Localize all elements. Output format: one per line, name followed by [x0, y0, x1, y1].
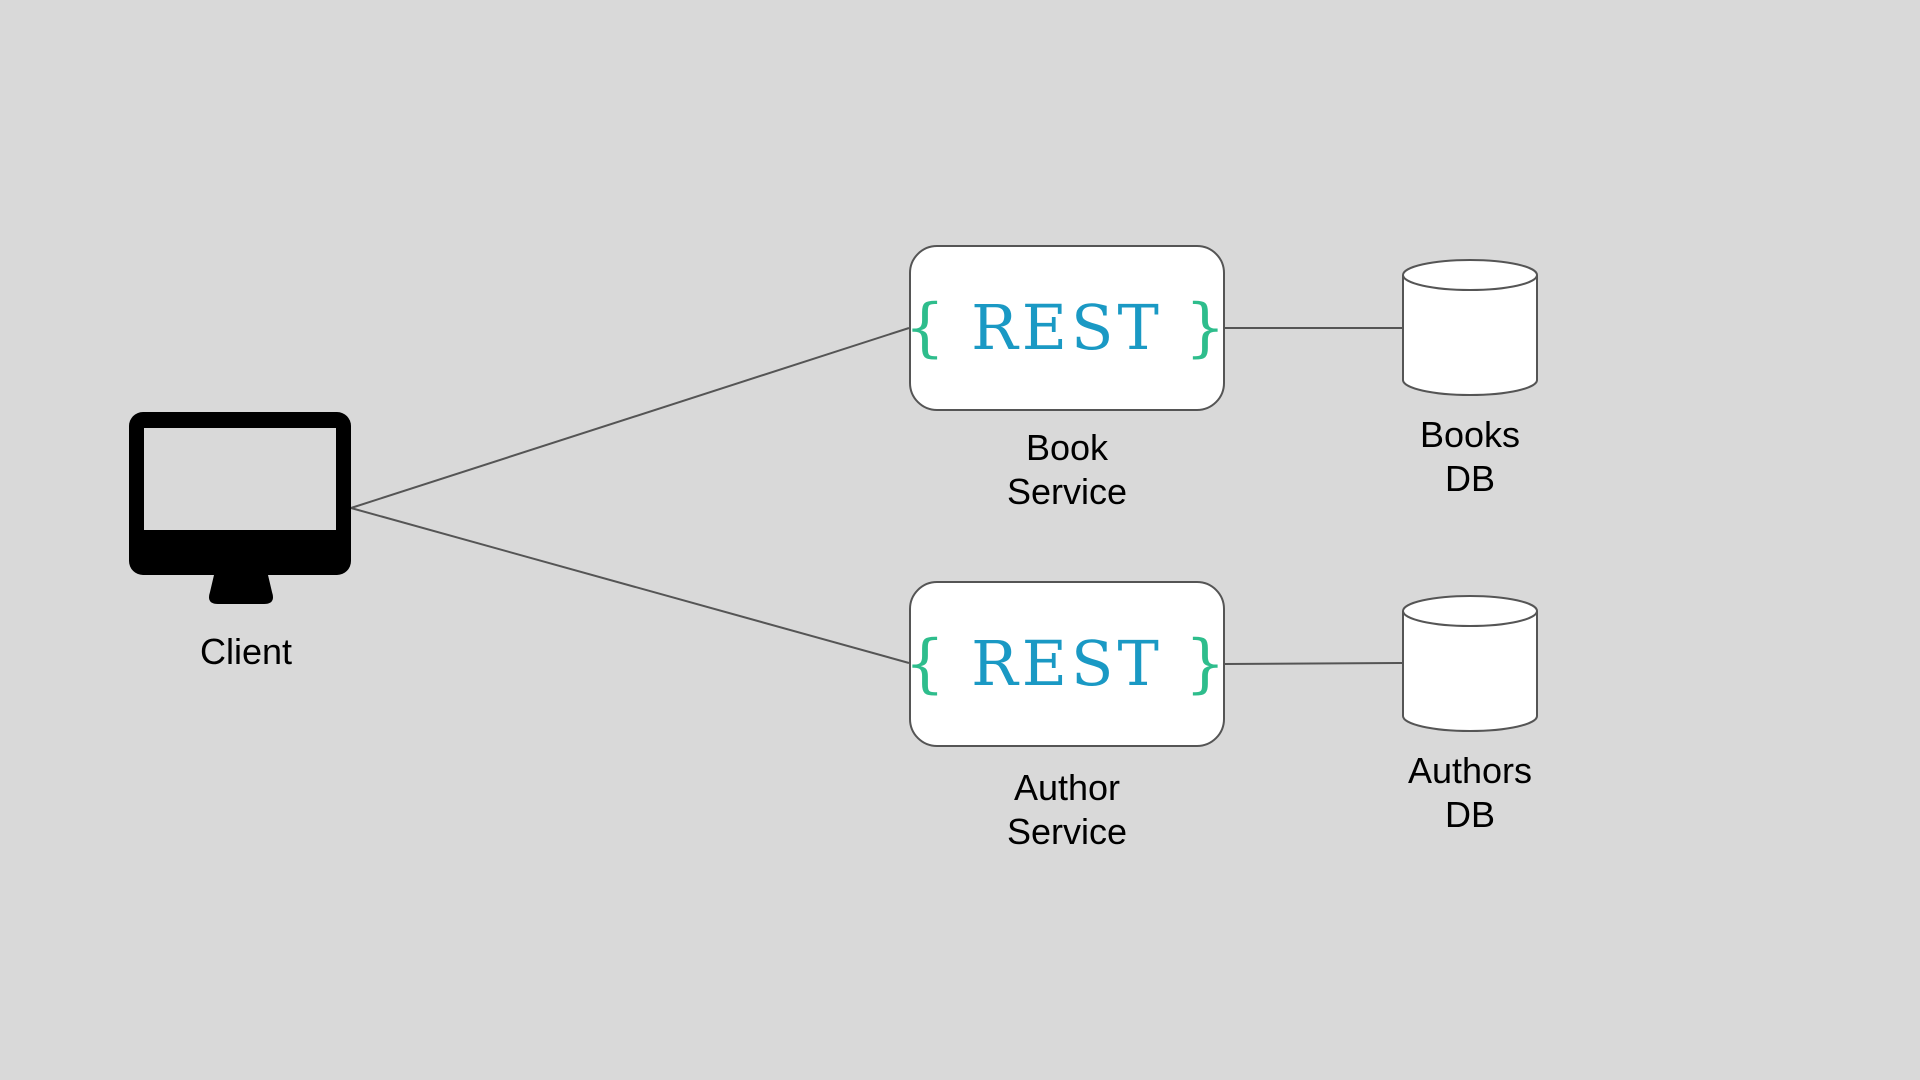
rest-word: REST — [971, 627, 1163, 700]
book-service-label-line2: Service — [1006, 471, 1128, 512]
author-service-label-line2: Service — [1006, 811, 1128, 852]
rest-word: REST — [971, 291, 1163, 364]
rest-logo: { REST } — [904, 632, 1229, 696]
rest-open-brace: { — [904, 627, 950, 701]
client-to-author-service-connector — [350, 507, 910, 664]
rest-close-brace: } — [1184, 291, 1230, 365]
authors-db-label: Authors DB — [1370, 749, 1570, 837]
client-label: Client — [199, 631, 293, 672]
books-db-label-line2: DB — [1444, 458, 1495, 499]
book-service-node[interactable]: { REST } — [904, 245, 1226, 411]
book-service-label-line1: Book — [1025, 427, 1109, 468]
rest-open-brace: { — [904, 291, 950, 365]
rest-close-brace: } — [1184, 627, 1230, 701]
books-db-icon — [1402, 259, 1538, 396]
books-db-label: Books DB — [1370, 413, 1570, 501]
author-service-label-line1: Author — [1013, 767, 1121, 808]
rest-logo: { REST } — [904, 296, 1229, 360]
author-service-label: Author Service — [967, 766, 1167, 854]
authors-db-label-line1: Authors — [1407, 750, 1533, 791]
books-db-label-line1: Books — [1419, 414, 1521, 455]
monitor-icon — [129, 412, 351, 604]
client-to-book-service-connector — [350, 327, 910, 509]
authors-db-icon — [1402, 595, 1538, 732]
author-service-node[interactable]: { REST } — [904, 581, 1226, 747]
author-service-to-authors-db-connector — [1224, 662, 1403, 665]
authors-db-label-line2: DB — [1444, 794, 1495, 835]
book-service-label: Book Service — [967, 426, 1167, 514]
